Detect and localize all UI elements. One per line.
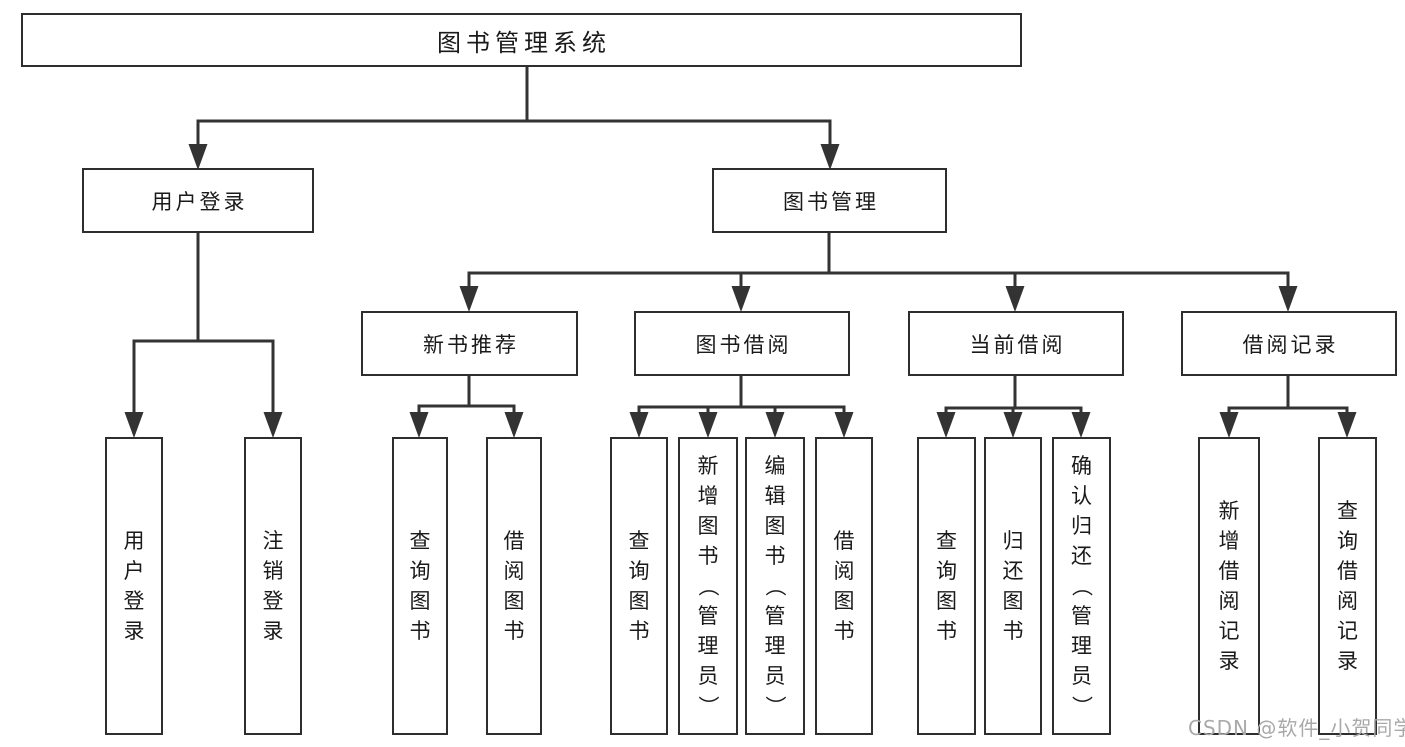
arrowhead-down: [765, 412, 785, 438]
node-current-borrow: 当前借阅: [908, 311, 1124, 376]
node-book-management: 图书管理: [712, 168, 947, 233]
node-new-book-recommend: 新书推荐: [361, 311, 578, 376]
connector-book-borrow: [637, 374, 846, 418]
connector-borrow-record: [1227, 374, 1349, 418]
connector-root: [196, 65, 832, 150]
leaf-borrow-add-books-admin: 新增图书（管理员）: [678, 437, 738, 735]
leaf-borrow-query-books: 查询图书: [610, 437, 668, 735]
leaf-record-query: 查询借阅记录: [1318, 437, 1377, 735]
arrowhead-down: [1071, 412, 1091, 438]
arrowhead-down: [409, 412, 429, 438]
leaf-logout: 注销登录: [244, 437, 302, 735]
leaf-newrec-query-books: 查询图书: [392, 437, 448, 735]
node-user-login: 用户登录: [82, 168, 314, 233]
arrowhead-down: [820, 144, 840, 170]
arrowhead-down: [1003, 412, 1023, 438]
leaf-borrow-borrow-books: 借阅图书: [815, 437, 873, 735]
arrowhead-down: [1219, 412, 1239, 438]
arrowhead-down: [1005, 286, 1025, 312]
leaf-current-confirm-return-admin: 确认归还（管理员）: [1052, 437, 1111, 735]
arrowhead-down: [731, 286, 751, 312]
arrowhead-down: [459, 286, 479, 312]
leaf-borrow-edit-books-admin: 编辑图书（管理员）: [745, 437, 805, 735]
arrowhead-down: [698, 412, 718, 438]
connector-new-book-rec: [417, 374, 516, 418]
arrowhead-down: [263, 412, 283, 438]
arrowhead-down: [834, 412, 854, 438]
arrowhead-down: [629, 412, 649, 438]
node-borrow-record: 借阅记录: [1181, 311, 1397, 376]
leaf-current-return-books: 归还图书: [984, 437, 1042, 735]
connector-book-mgmt: [467, 231, 1290, 292]
node-book-borrow: 图书借阅: [634, 311, 850, 376]
leaf-current-query-books: 查询图书: [917, 437, 976, 735]
node-library-system: 图书管理系统: [21, 13, 1022, 67]
leaf-record-add: 新增借阅记录: [1198, 437, 1260, 735]
connector-current-borrow: [944, 374, 1083, 418]
leaf-newrec-borrow-books: 借阅图书: [486, 437, 542, 735]
arrowhead-down: [188, 144, 208, 170]
arrowhead-down: [1337, 412, 1357, 438]
arrowhead-down: [504, 412, 524, 438]
arrowhead-down: [936, 412, 956, 438]
connector-user-login: [132, 231, 275, 420]
csdn-watermark: CSDN @软件_小贺同学: [1188, 716, 1405, 740]
arrowhead-down: [1278, 286, 1298, 312]
arrowhead-down: [124, 412, 144, 438]
leaf-user-login: 用户登录: [105, 437, 163, 735]
